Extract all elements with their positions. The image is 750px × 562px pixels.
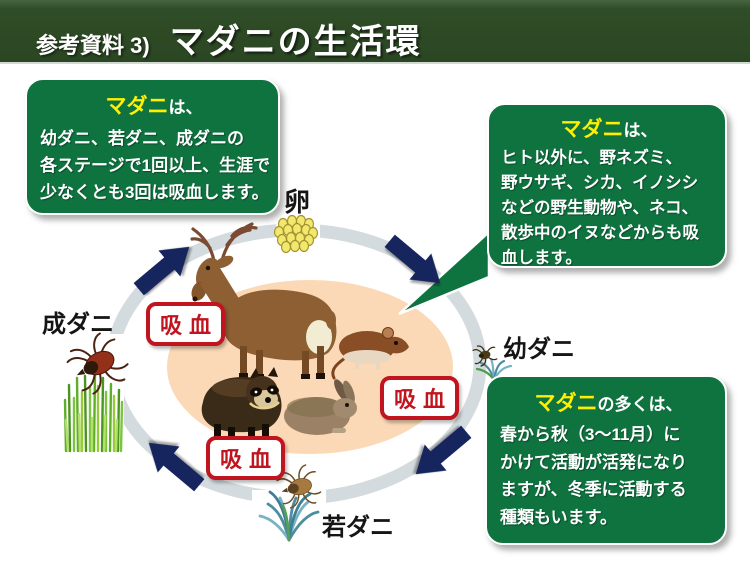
callout-lifecycle-heading: マダニは、 bbox=[105, 95, 203, 118]
deer-icon bbox=[190, 222, 337, 379]
callout-line: 幼ダニ、若ダニ、成ダニの bbox=[40, 129, 244, 148]
header-bar: 参考資料 3) マダニの生活環 bbox=[0, 0, 750, 62]
field-mouse-icon bbox=[331, 327, 409, 380]
callout-line: 少なくとも3回は吸血します。 bbox=[40, 183, 269, 202]
feeding-badge-larva: 吸血 bbox=[380, 376, 460, 420]
grass-adult-icon bbox=[63, 372, 124, 453]
madani-highlight: マダニ bbox=[534, 392, 598, 415]
callout-season: マダニの多くは、 春から秋（3～11月）に かけて活動が活発になり ますが、冬季… bbox=[485, 375, 727, 545]
nymph-tick-icon bbox=[276, 464, 322, 509]
raccoon-dog-icon bbox=[201, 367, 282, 439]
page-title: マダニの生活環 bbox=[169, 23, 422, 61]
callout-hosts-heading: マダニは、 bbox=[560, 118, 658, 141]
callout-line: 血します。 bbox=[501, 249, 582, 267]
callout-hosts: マダニは、 ヒト以外に、野ネズミ、 野ウサギ、シカ、イノシシ などの野生動物や、… bbox=[487, 103, 727, 268]
stage-label-nymph: 若ダニ bbox=[322, 514, 394, 541]
larva-tick-icon bbox=[472, 345, 498, 367]
cycle-arrows bbox=[133, 234, 472, 492]
madani-highlight: マダニ bbox=[560, 118, 624, 141]
feeding-badge-adult: 吸血 bbox=[146, 302, 226, 346]
stage-label-egg: 卵 bbox=[284, 187, 311, 217]
header-title-row: 参考資料 3) マダニの生活環 bbox=[36, 0, 422, 62]
adult-tick-icon bbox=[66, 332, 129, 395]
callout-line: などの野生動物や、ネコ、 bbox=[501, 199, 699, 217]
callout-line: 散歩中のイヌなどからも吸 bbox=[501, 224, 699, 242]
madani-highlight: マダニ bbox=[105, 95, 169, 118]
callout-line: かけて活動が活発になり bbox=[500, 452, 687, 472]
callout-line: ますが、冬季に活動する bbox=[500, 480, 687, 499]
callout-line: 春から秋（3～11月）に bbox=[500, 425, 681, 444]
cycle-arrow-larva-to-nymph bbox=[415, 425, 472, 475]
callout-line: 野ウサギ、シカ、イノシシ bbox=[501, 174, 699, 192]
speech-bubble-tail bbox=[398, 229, 491, 316]
feeding-badge-nymph: 吸血 bbox=[206, 436, 286, 480]
callout-line: ヒト以外に、野ネズミ、 bbox=[501, 149, 683, 167]
cycle-arrow-adult-to-egg bbox=[133, 246, 190, 296]
callout-line: 種類もいます。 bbox=[500, 507, 617, 527]
stage-label-adult: 成ダニ bbox=[42, 311, 114, 338]
callout-season-heading: マダニの多くは、 bbox=[534, 392, 683, 415]
callout-line: 各ステージで1回以上、生涯で bbox=[40, 156, 271, 175]
header-prefix: 参考資料 3) bbox=[36, 33, 150, 58]
rabbit-icon bbox=[284, 379, 357, 435]
grass-nymph-icon bbox=[258, 490, 320, 542]
cycle-arrow-egg-to-larva bbox=[384, 234, 441, 284]
stage-label-larva: 幼ダニ bbox=[503, 336, 575, 363]
callout-lifecycle: マダニは、 幼ダニ、若ダニ、成ダニの 各ステージで1回以上、生涯で 少なくとも3… bbox=[25, 78, 280, 215]
egg-cluster-icon bbox=[273, 214, 319, 254]
cycle-arrow-nymph-to-adult bbox=[148, 442, 205, 492]
